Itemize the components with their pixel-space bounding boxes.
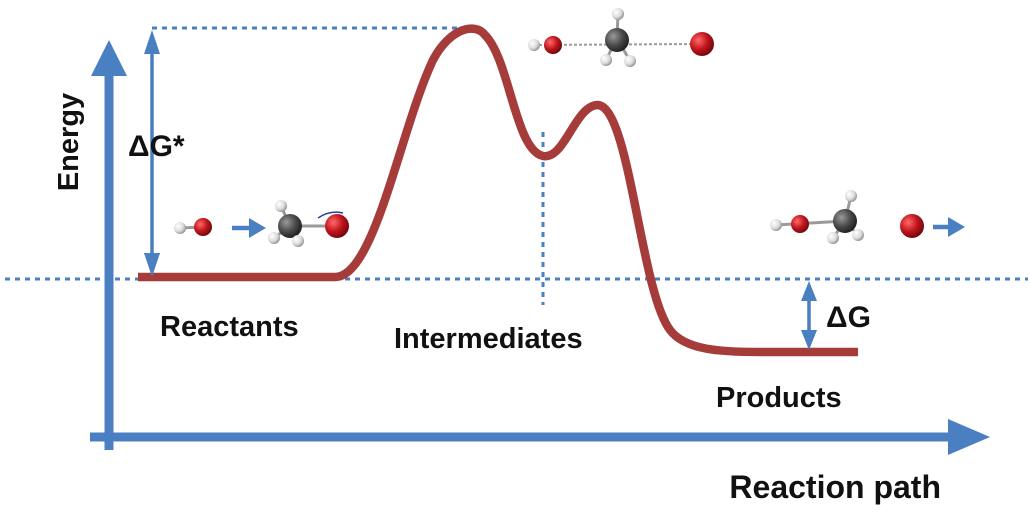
y-axis [91, 40, 127, 450]
energy-curve [138, 24, 858, 357]
transition-state-molecule [528, 8, 714, 67]
right-arrow-icon [933, 217, 965, 237]
intermediates-label: Intermediates [394, 323, 583, 355]
right-arrow-icon [232, 218, 266, 238]
products-label: Products [716, 382, 842, 414]
y-axis-label: Energy [53, 93, 85, 191]
reactants-label: Reactants [160, 311, 299, 343]
activation-energy-label: ΔG* [128, 130, 185, 163]
activation-energy-arrow [144, 30, 160, 277]
x-axis-label: Reaction path [729, 469, 941, 505]
free-energy-change-arrow [801, 281, 817, 350]
methanol-molecule-product [770, 190, 864, 244]
hydroxide-molecule-reactant [174, 218, 212, 236]
chloride-ion-product [900, 214, 924, 238]
free-energy-change-label: ΔG [826, 301, 871, 334]
x-axis [90, 419, 990, 455]
chloromethane-molecule-reactant [268, 200, 349, 247]
